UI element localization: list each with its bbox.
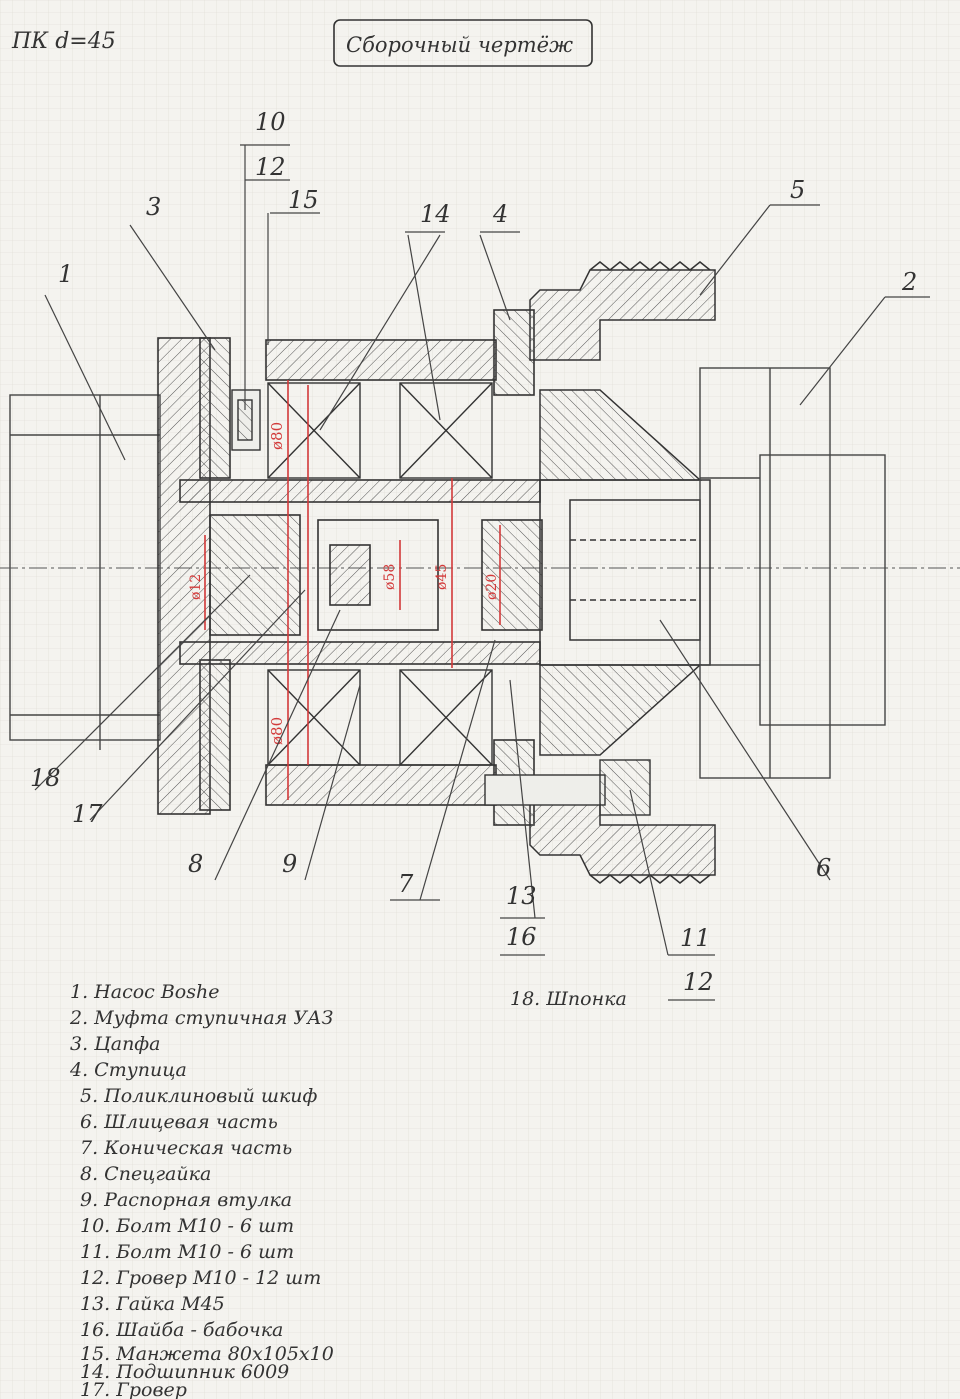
legend-item: 1. Насос Boshe	[70, 981, 219, 1003]
callout-15: 15	[288, 186, 319, 214]
callout-7: 7	[398, 870, 414, 898]
drawing-title: Сборочный чертёж	[346, 33, 573, 57]
shaft	[179, 479, 543, 665]
legend-item: 13. Гайка М45	[80, 1293, 225, 1315]
callout-10: 10	[255, 108, 286, 136]
legend-item: 12. Гровер М10 - 12 шт	[80, 1267, 321, 1289]
callout-13: 13	[506, 882, 537, 910]
bolt-m10	[231, 389, 261, 451]
dim-12: ø12	[188, 574, 204, 600]
dim-45: ø45	[434, 564, 450, 590]
legend-item: 17. Гровер	[80, 1379, 187, 1399]
legend-item: 5. Поликлиновый шкиф	[80, 1085, 318, 1107]
callout-11: 11	[680, 924, 711, 952]
legend-item: 15. Манжета 80х105х10	[80, 1343, 334, 1365]
leader-lines	[34, 145, 886, 956]
legend-item: 10. Болт М10 - 6 шт	[80, 1215, 294, 1237]
callout-16: 16	[506, 923, 537, 951]
dim-80-lower: ø80	[268, 717, 286, 745]
legend-item: 3. Цапфа	[70, 1033, 161, 1055]
legend-item: 2. Муфта ступичная УАЗ	[69, 1007, 333, 1029]
legend-item: 7. Коническая часть	[80, 1137, 292, 1159]
legend-item: 9. Распорная втулка	[80, 1189, 292, 1211]
callout-14: 14	[420, 200, 451, 228]
header-note: ПК d=45	[11, 29, 116, 54]
callout-3: 3	[146, 193, 161, 221]
legend-item: 4. Ступица	[69, 1059, 187, 1081]
dim-20: ø20	[484, 574, 500, 600]
legend-extra: 18. Шпонка	[510, 988, 627, 1010]
callout-8: 8	[188, 850, 203, 878]
coupling-uaz	[699, 367, 886, 779]
callout-6: 6	[816, 854, 831, 882]
callout-4: 4	[492, 200, 508, 228]
trunnion	[157, 337, 231, 815]
hub	[265, 309, 535, 826]
callouts: 1 3 10 12 15 14 4 5 2 18 17 8 9 7 13 16 …	[30, 108, 917, 996]
callout-12-top: 12	[255, 153, 286, 181]
dimension-lines	[204, 380, 501, 800]
callout-5: 5	[790, 176, 805, 204]
legend-item: 11. Болт М10 - 6 шт	[80, 1241, 294, 1263]
legend-item: 14. Подшипник 6009	[80, 1361, 289, 1383]
callout-12-bottom: 12	[683, 968, 714, 996]
parts-legend: 1. Насос Boshe 2. Муфта ступичная УАЗ 3.…	[69, 981, 334, 1399]
callout-2: 2	[901, 268, 917, 296]
callout-17: 17	[72, 800, 103, 828]
pulley	[529, 261, 716, 884]
legend-item: 6. Шлицевая часть	[80, 1111, 278, 1133]
legend-item: 16. Шайба - бабочка	[80, 1319, 283, 1341]
dim-58: ø58	[382, 564, 398, 590]
callout-underlines	[240, 144, 930, 1001]
callout-18: 18	[30, 764, 61, 792]
title-frame	[333, 19, 593, 67]
bolt-m10-lower	[484, 759, 651, 816]
callout-1: 1	[58, 260, 73, 288]
callout-9: 9	[282, 850, 297, 878]
dim-80-upper: ø80	[268, 422, 286, 450]
legend-item: 8. Спецгайка	[80, 1163, 211, 1185]
